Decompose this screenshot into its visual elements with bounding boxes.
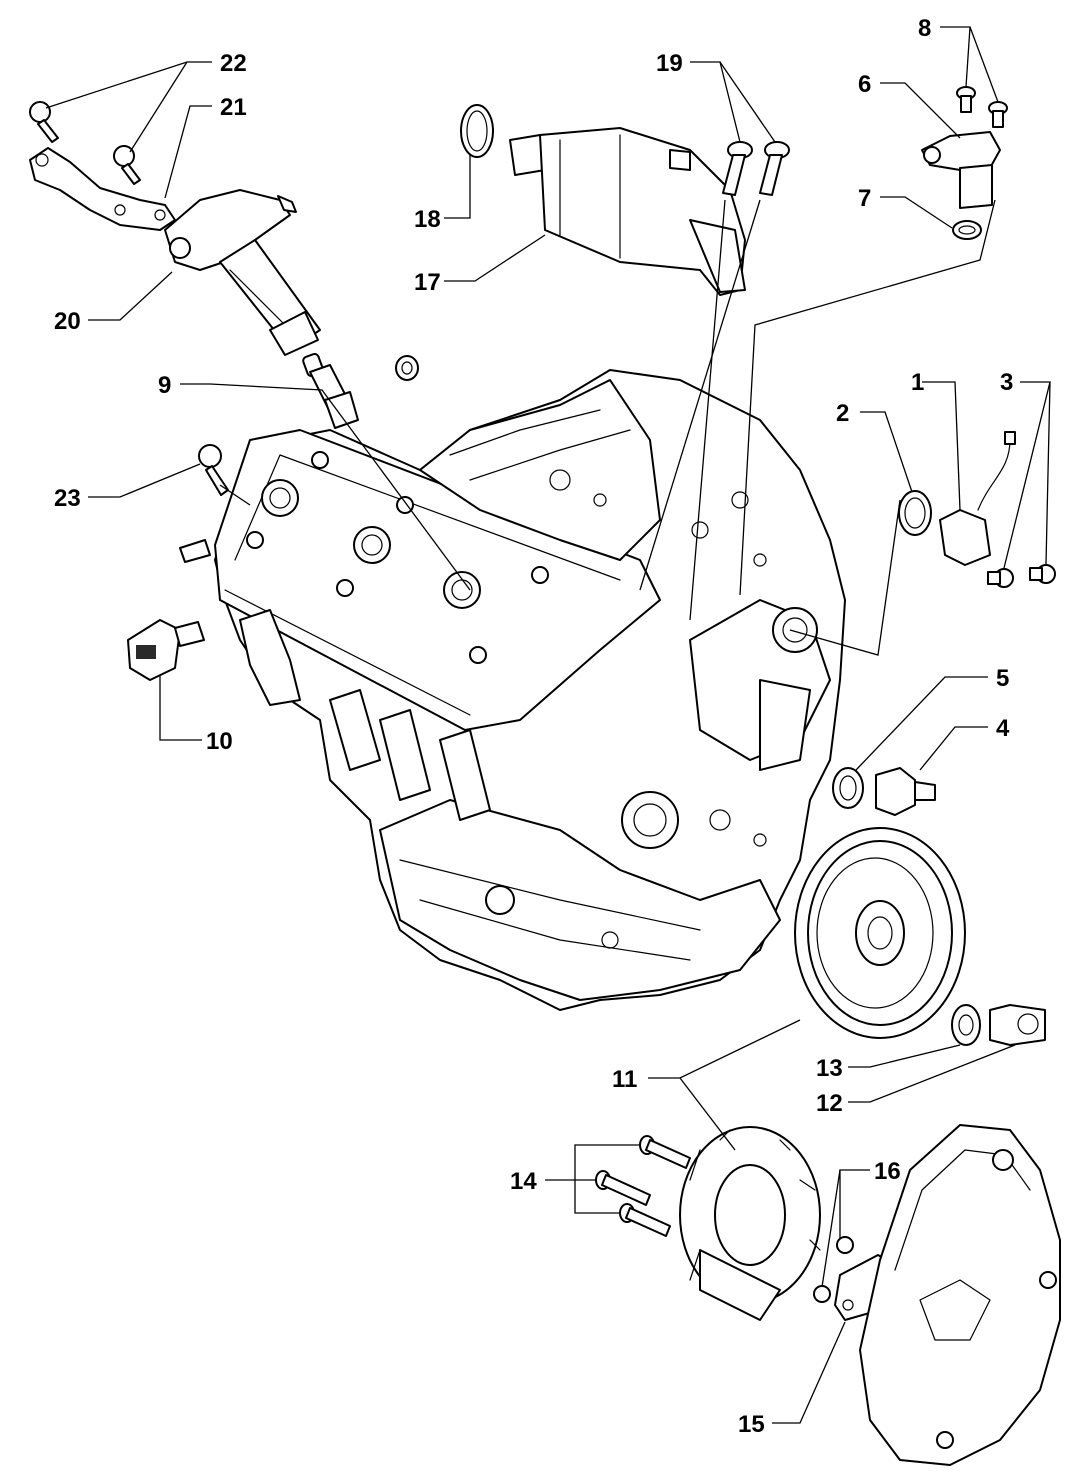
oring-2 <box>898 490 932 536</box>
callout-21: 21 <box>220 94 247 121</box>
starter-motor-17 <box>509 127 746 296</box>
callout-3: 3 <box>1000 369 1013 396</box>
callout-22: 22 <box>220 50 247 77</box>
bolt-3-a <box>987 568 1014 588</box>
washer-13 <box>951 1004 981 1046</box>
bracket-21 <box>29 147 176 231</box>
callout-6: 6 <box>858 71 871 98</box>
callout-4: 4 <box>996 715 1010 742</box>
callout-7: 7 <box>858 185 871 212</box>
callout-1: 1 <box>911 369 924 396</box>
sensor-6 <box>921 131 1001 209</box>
generator-cover <box>859 1124 1061 1466</box>
callout-2: 2 <box>836 400 849 427</box>
ignition-coil-20 <box>164 189 321 356</box>
bolt-14-a <box>639 1135 691 1169</box>
callout-23: 23 <box>54 485 81 512</box>
washer-small <box>395 355 419 381</box>
spark-plug-9 <box>302 352 359 429</box>
washer-5 <box>832 767 864 809</box>
bolt-19-a <box>722 141 753 196</box>
bolt-8-b <box>988 101 1008 128</box>
bolt-12 <box>989 1004 1046 1046</box>
bolt-22-b <box>113 145 141 185</box>
callout-20: 20 <box>54 308 81 335</box>
bolt-16-b <box>813 1285 831 1303</box>
bolt-23 <box>198 444 229 496</box>
oring-7 <box>952 220 982 240</box>
callout-15: 15 <box>738 1411 765 1438</box>
bolt-22-a <box>29 101 59 143</box>
callout-10: 10 <box>206 728 233 755</box>
bolt-3-b <box>1029 564 1056 584</box>
callout-16: 16 <box>874 1158 901 1185</box>
stator-11 <box>679 1126 821 1321</box>
callout-labels: 1 2 3 4 5 6 7 8 9 10 11 12 13 14 15 16 1… <box>54 15 1013 1438</box>
callout-18: 18 <box>414 206 441 233</box>
callout-17: 17 <box>414 269 441 296</box>
callout-12: 12 <box>816 1090 843 1117</box>
engine-block <box>179 369 846 1011</box>
leader-lines <box>45 26 1051 1424</box>
bolt-14-c <box>619 1203 671 1237</box>
sensor-4 <box>875 767 936 816</box>
sensor-1 <box>939 431 1016 566</box>
flywheel-rotor-11 <box>794 827 966 1039</box>
callout-5: 5 <box>996 665 1009 692</box>
callout-8: 8 <box>918 15 931 42</box>
callout-11: 11 <box>612 1066 637 1093</box>
callout-13: 13 <box>816 1055 843 1082</box>
oring-18 <box>460 104 494 158</box>
sensor-10 <box>127 619 205 681</box>
callout-14: 14 <box>510 1168 537 1195</box>
bolt-14-b <box>595 1170 651 1206</box>
bolt-8-a <box>956 86 976 113</box>
callout-9: 9 <box>158 372 171 399</box>
bolt-19-b <box>759 141 790 196</box>
bolt-16-a <box>836 1236 854 1254</box>
callout-19: 19 <box>656 50 683 77</box>
